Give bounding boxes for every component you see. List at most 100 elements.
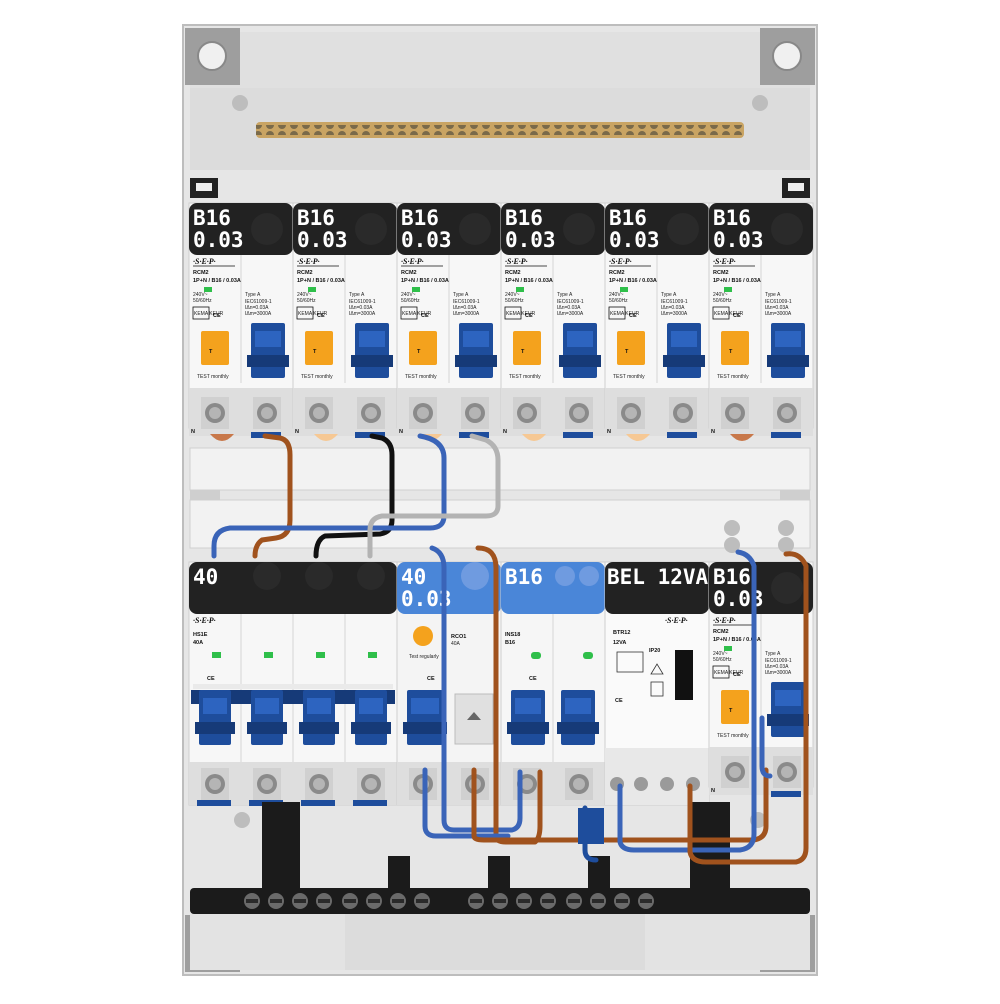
type-text: Type A [557,292,573,298]
type-text: Type A [765,292,781,298]
kema-text: KEMA KEUR [298,311,328,317]
label-screw-cover [459,213,491,245]
wire-blue-3 [422,767,511,839]
label-screw-cover [563,213,595,245]
status-indicator [316,652,325,658]
idn-text: IΔn=0.03A [453,305,477,311]
status-indicator [412,287,420,292]
test-button-letter: T [729,349,733,355]
ce-mark: CE [615,698,623,704]
main-switch-model: HS1E [193,632,208,638]
test-instruction: TEST monthly [717,374,749,380]
bell-transformer-rating: 12VA [613,640,626,646]
voltage-text: 240V~ [401,292,416,298]
circuit-label-rating: B16 [609,206,647,230]
test-instruction: TEST monthly [301,374,333,380]
kema-text: KEMA KEUR [610,311,640,317]
kema-mark [192,306,210,320]
test-button [617,331,645,365]
wire-blue-6 [759,715,773,779]
idn-text: IΔn=0.03A [661,305,685,311]
label-screw-cover [771,213,803,245]
kema-mark [712,665,730,679]
kema-text: KEMA KEUR [194,311,224,317]
icn-text: IΔm=3000A [557,311,584,317]
model-text: RCM2 [609,270,625,276]
test-button-letter: T [521,349,525,355]
corner-screw-top-left [185,28,240,85]
rating-text: 1P+N / B16 / 0.03A [505,278,553,284]
kema-mark [400,306,418,320]
icn-text: IΔm=3000A [245,311,272,317]
status-indicator [516,287,524,292]
circuit-label-sensitivity: 0.03 [193,228,244,252]
idn-text: IΔn=0.03A [245,305,269,311]
neutral-marker: N [711,429,715,435]
wire-brown-1 [252,433,293,559]
circuit-label-rating: B16 [193,206,231,230]
status-indicator [308,287,316,292]
neutral-marker: N [711,788,715,794]
kema-text: KEMA KEUR [506,311,536,317]
test-button-letter: T [313,349,317,355]
bell-transformer-label: BEL 12VA [607,565,709,589]
status-indicator [583,652,593,659]
ce-mark: CE [317,313,325,319]
ce-mark: CE [529,676,537,682]
circuit-label-sensitivity: 0.03 [401,228,452,252]
model-text: RCM2 [297,270,313,276]
kema-mark [608,306,626,320]
ce-mark: CE [213,313,221,319]
brand-logo: ·S·E·P· [609,257,632,266]
wire-blue-2 [429,545,523,833]
freq-text: 50/60Hz [609,298,628,304]
ce-mark: CE [733,672,741,678]
standard-text: IEC61009-1 [765,658,792,664]
icn-text: IΔm=3000A [661,311,688,317]
test-button [513,331,541,365]
circuit-label-rating: B16 [713,206,751,230]
status-indicator [531,652,541,659]
circuit-label-rating: B16 [297,206,335,230]
circuit-label [189,562,397,614]
neutral-marker: N [399,429,403,435]
test-button [201,331,229,365]
standard-text: IEC61009-1 [349,299,376,305]
mcb-rating: B16 [505,640,515,646]
rcd-test-button [413,626,433,646]
test-button [305,331,333,365]
wire-grey-1 [367,433,501,559]
test-instruction: TEST monthly [717,733,749,739]
circuit-label-sensitivity: 0.03 [505,228,556,252]
voltage-text: 240V~ [609,292,624,298]
terminal-screw [660,777,674,791]
freq-text: 50/60Hz [713,657,732,663]
weee-bin-icon [650,681,664,697]
icn-text: IΔm=3000A [765,670,792,676]
model-text: RCM2 [193,270,209,276]
brand-logo: ·S·E·P· [297,257,320,266]
main-switch-label: 40 [193,565,218,589]
idn-text: IΔn=0.03A [765,664,789,670]
model-text: RCM2 [713,270,729,276]
brand-logo: ·S·E·P· [193,616,216,625]
rating-text: 1P+N / B16 / 0.03A [401,278,449,284]
bell-transformer-ip: IP20 [649,648,660,654]
mcb-model: INS18 [505,632,520,638]
ce-mark: CE [525,313,533,319]
brand-logo: ·S·E·P· [665,616,688,625]
wire-blue-5 [617,549,757,853]
kema-mark [712,306,730,320]
